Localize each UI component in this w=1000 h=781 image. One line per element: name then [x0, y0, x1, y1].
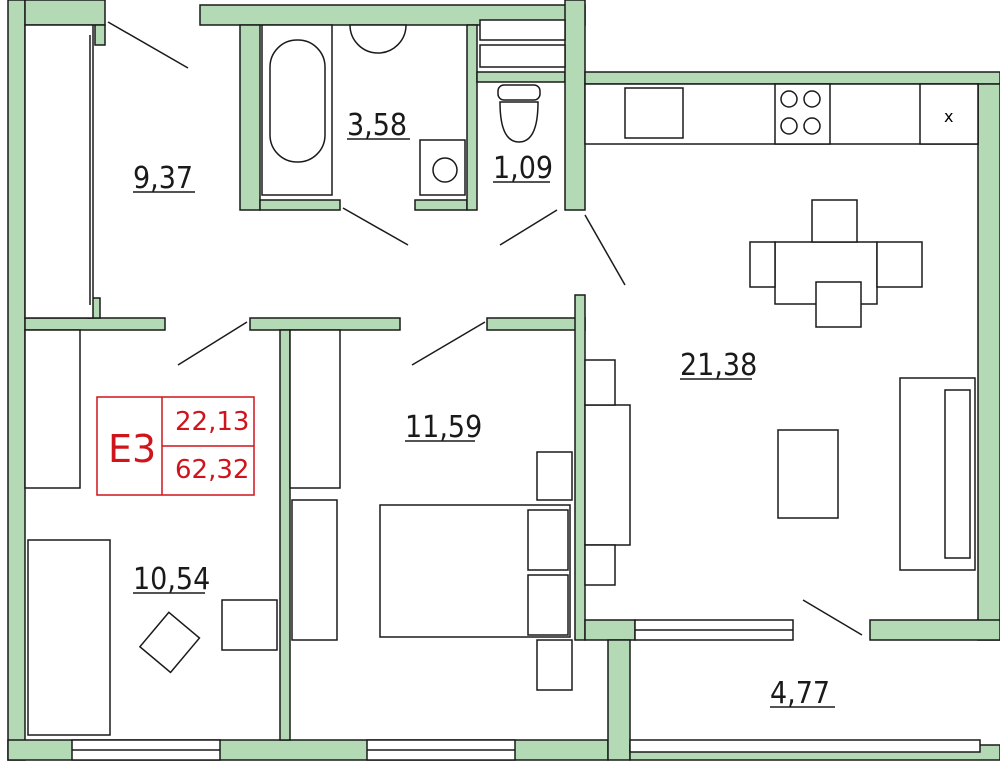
- area-kitchen-living: 21,38: [680, 348, 757, 383]
- windows: [71, 619, 981, 761]
- apartment-tag: E3 22,13 62,32: [96, 396, 255, 496]
- area-study: 10,54: [133, 562, 210, 597]
- area-bathroom: 3,58: [347, 108, 407, 143]
- walls: [7, 0, 1000, 761]
- apartment-code: E3: [108, 427, 156, 471]
- furniture: x: [24, 19, 979, 736]
- living-area: 22,13: [175, 407, 249, 437]
- area-toilet: 1,09: [493, 151, 553, 186]
- appliance-label: x: [944, 107, 953, 126]
- door-swings: [107, 21, 863, 636]
- area-bedroom: 11,59: [405, 410, 482, 445]
- area-hall: 9,37: [133, 161, 193, 196]
- room-areas: 9,37 3,58 1,09 21,38 11,59 10,54 4,77: [133, 108, 835, 711]
- total-area: 62,32: [175, 455, 249, 485]
- area-balcony: 4,77: [770, 676, 830, 711]
